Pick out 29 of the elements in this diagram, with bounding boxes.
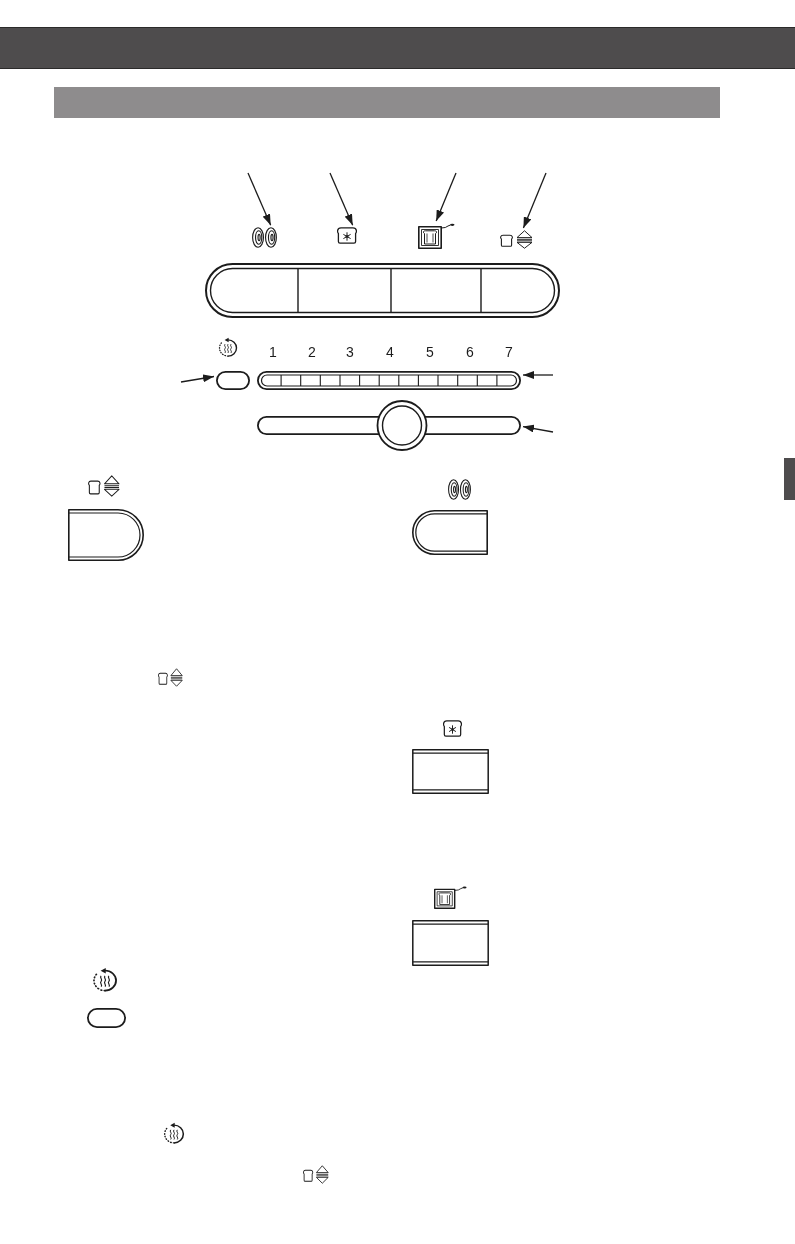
shade-level-number: 2 [308,345,316,359]
shade-slider [257,400,521,451]
rectangular-button [412,749,489,794]
side-tab [784,458,795,500]
oval-button [216,371,250,390]
shade-level-number: 4 [386,345,394,359]
shade-indicator-bar [257,371,521,390]
shade-level-number: 3 [346,345,354,359]
leader-arrow [522,424,554,433]
bread-arrows-icon [500,230,533,249]
bread-snowflake-icon [337,227,357,244]
leader-arrow [522,172,547,229]
bagel-icon [252,227,277,248]
leader-arrow [329,172,354,226]
leader-arrow [180,374,215,383]
header-band [0,27,795,69]
toast-lift-icon [418,223,455,249]
leader-arrow [247,172,272,226]
oval-button [87,1008,126,1028]
leader-arrow [522,371,554,379]
section-band [54,87,720,118]
leader-arrow [435,172,457,222]
shade-level-number: 7 [505,345,513,359]
rounded-button [412,510,488,555]
rounded-button [68,509,144,561]
rectangular-button [412,920,489,966]
shade-level-number: 1 [269,345,277,359]
shade-level-number: 6 [466,345,474,359]
shade-level-number: 5 [426,345,434,359]
